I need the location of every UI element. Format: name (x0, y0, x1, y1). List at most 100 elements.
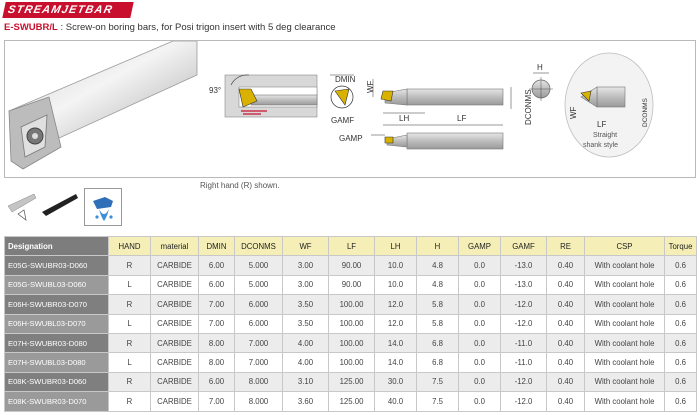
cell: 0.40 (546, 391, 585, 412)
brand-logo: STREAMJETBAR (2, 2, 134, 18)
cell: L (108, 274, 151, 296)
table-row[interactable]: E08K-SWUBR03-D060 R CARBIDE 6.00 8.000 3… (4, 371, 697, 393)
cell: 90.00 (328, 255, 375, 276)
cell: 0.0 (458, 255, 501, 276)
lf2-label: LF (597, 120, 606, 129)
col-dmin: DMIN (198, 235, 235, 257)
table-row[interactable]: E07H-SWUBR03-D080 R CARBIDE 8.00 7.000 4… (4, 332, 697, 354)
dconms-label: DCONMS (524, 89, 533, 125)
header-bar: STREAMJETBAR (0, 0, 700, 20)
cell: -11.0 (500, 352, 547, 373)
cell: With coolant hole (584, 332, 665, 354)
table-header-row: Designation HAND material DMIN DCONMS WF… (4, 235, 697, 257)
cell: CARBIDE (150, 274, 199, 296)
cell: 7.000 (234, 352, 283, 373)
cell: With coolant hole (584, 313, 665, 334)
cell: 0.6 (664, 332, 697, 354)
col-torque: Torque (664, 235, 697, 257)
cell: R (108, 255, 151, 276)
bar-thumbnail[interactable] (40, 188, 80, 228)
cell: 3.00 (282, 255, 329, 276)
cell: 0.40 (546, 313, 585, 334)
cell: With coolant hole (584, 391, 665, 412)
table-row[interactable]: E05G-SWUBR03-D060 R CARBIDE 6.00 5.000 3… (4, 255, 697, 276)
coolant-water-icon (84, 188, 122, 226)
cell: 6.000 (234, 313, 283, 334)
cell: CARBIDE (150, 332, 199, 354)
table-row[interactable]: E05G-SWUBL03-D060 L CARBIDE 6.00 5.000 3… (4, 274, 697, 296)
cell: 8.00 (198, 332, 235, 354)
cell: 0.40 (546, 274, 585, 296)
drawing-panel: 93° DMIN GAMF GAMP WF LH LF DCONMS (4, 40, 696, 178)
cell: -11.0 (500, 332, 547, 354)
cell: 0.0 (458, 332, 501, 354)
col-dconms: DCONMS (234, 235, 283, 257)
table-row[interactable]: E08K-SWUBR03-D070 R CARBIDE 7.00 8.000 3… (4, 391, 697, 412)
cell: 5.8 (416, 294, 459, 315)
cell: 7.00 (198, 294, 235, 315)
cell: 0.6 (664, 274, 697, 296)
cell: 12.0 (374, 294, 417, 315)
cell: 0.40 (546, 255, 585, 276)
cell: 0.0 (458, 274, 501, 296)
cell: R (108, 391, 151, 412)
cell: 125.00 (328, 371, 375, 393)
cell: 6.00 (198, 255, 235, 276)
cell: 0.40 (546, 294, 585, 315)
cell-designation: E06H-SWUBL03-D070 (4, 313, 109, 334)
cell: 14.0 (374, 352, 417, 373)
cell: 0.6 (664, 371, 697, 393)
cell: With coolant hole (584, 352, 665, 373)
shank-style-label: shank style (583, 142, 618, 149)
col-wf: WF (282, 235, 329, 257)
cell: 7.5 (416, 371, 459, 393)
cell: R (108, 332, 151, 354)
cell: 3.60 (282, 391, 329, 412)
cell: L (108, 352, 151, 373)
cell: -12.0 (500, 294, 547, 315)
col-gamp: GAMP (458, 235, 501, 257)
cell: 7.00 (198, 313, 235, 334)
cell: 0.6 (664, 294, 697, 315)
straight-label: Straight (593, 132, 617, 139)
gamp-label: GAMP (339, 134, 363, 143)
cell: 0.0 (458, 391, 501, 412)
gamf-label: GAMF (331, 116, 354, 125)
cell: With coolant hole (584, 294, 665, 315)
product-subtitle: E-SWUBR/L : Screw-on boring bars, for Po… (4, 22, 336, 33)
wf2-label: WF (569, 106, 578, 119)
col-re: RE (546, 235, 585, 257)
cell: -13.0 (500, 274, 547, 296)
cell: 0.40 (546, 371, 585, 393)
insert-detail: DMIN GAMF GAMP (330, 74, 363, 143)
cell: 0.6 (664, 313, 697, 334)
lf-label: LF (457, 114, 466, 123)
dmin-label: DMIN (335, 75, 356, 84)
cell: 4.8 (416, 255, 459, 276)
cell: 8.00 (198, 352, 235, 373)
cell: CARBIDE (150, 255, 199, 276)
cell: 7.000 (234, 332, 283, 354)
col-material: material (150, 235, 199, 257)
cell: CARBIDE (150, 352, 199, 373)
table-row[interactable]: E06H-SWUBR03-D070 R CARBIDE 7.00 6.000 3… (4, 294, 697, 315)
technical-drawing: 93° DMIN GAMF GAMP WF LH LF DCONMS (8, 41, 654, 170)
specifications-table: Designation HAND material DMIN DCONMS WF… (4, 235, 697, 412)
product-description: : Screw-on boring bars, for Posi trigon … (57, 22, 336, 33)
wf-label: WF (366, 80, 375, 93)
cell: -12.0 (500, 371, 547, 393)
boring-schematic: 93° (209, 74, 318, 118)
straight-shank-inset: WF LF DCONMS Straight shank style (564, 52, 654, 158)
hand-caption: Right hand (R) shown. (200, 181, 280, 190)
cell-designation: E07H-SWUBL03-D080 (4, 352, 109, 373)
cell: 6.00 (198, 371, 235, 393)
cell: With coolant hole (584, 274, 665, 296)
product-thumbnail[interactable] (4, 188, 40, 228)
cell-designation: E06H-SWUBR03-D070 (4, 294, 109, 315)
lh-label: LH (399, 114, 409, 123)
product-code: E-SWUBR/L (4, 22, 58, 33)
table-row[interactable]: E07H-SWUBL03-D080 L CARBIDE 8.00 7.000 4… (4, 352, 697, 373)
cell: 0.6 (664, 352, 697, 373)
cell: 3.50 (282, 313, 329, 334)
table-row[interactable]: E06H-SWUBL03-D070 L CARBIDE 7.00 6.000 3… (4, 313, 697, 334)
